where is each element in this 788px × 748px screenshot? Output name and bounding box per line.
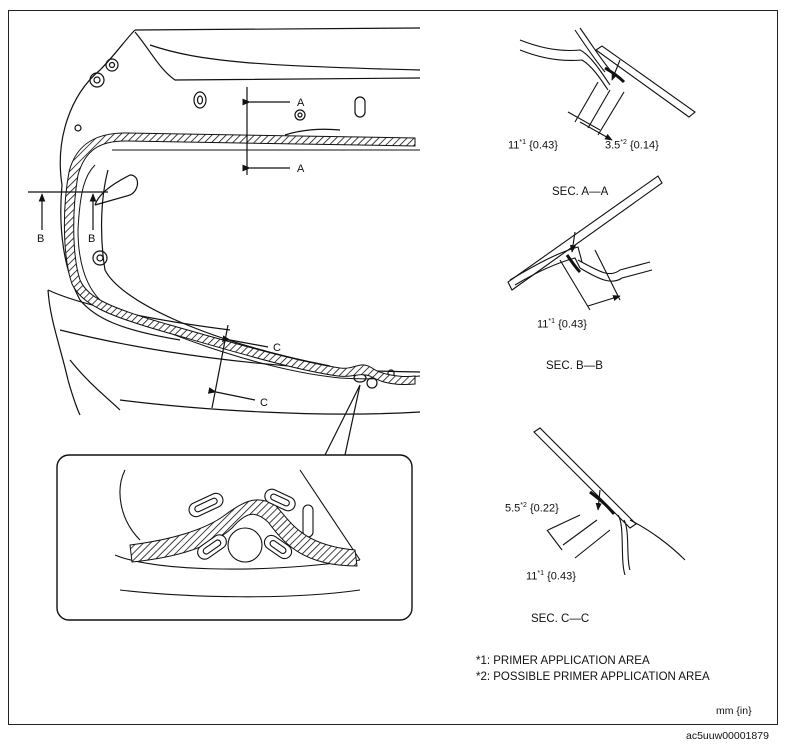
section-cut-lines: [28, 87, 361, 456]
sec-c-dim1: 5.5*2 {0.22}: [505, 502, 559, 515]
note-primer-area: *1: PRIMER APPLICATION AREA: [476, 655, 650, 667]
sec-c-dim2: 11*1 {0.43}: [526, 570, 576, 583]
sec-b-dim1: 11*1 {0.43}: [537, 318, 587, 331]
detail-adhesive-bead: [129, 499, 358, 567]
sec-a-title: SEC. A—A: [552, 186, 609, 198]
liftgate-main-view: [47, 27, 421, 416]
section-a-a-drawing: [519, 27, 696, 141]
sec-a-dim1: 11*1 {0.43}: [508, 139, 558, 152]
cut-label-a-bottom: A: [297, 163, 305, 175]
cut-label-a-top: A: [297, 97, 305, 109]
cut-label-b-left: B: [37, 233, 45, 245]
cut-label-c-top: C: [273, 342, 281, 354]
note-possible-primer-area: *2: POSSIBLE PRIMER APPLICATION AREA: [476, 671, 710, 683]
cut-label-b-right: B: [88, 233, 96, 245]
detail-inset: [56, 454, 413, 621]
section-c-c-drawing: [533, 427, 686, 576]
unit-label: mm {in}: [716, 705, 752, 717]
figure-code: ac5uuw00001879: [686, 730, 769, 742]
diagram-frame: [8, 10, 778, 725]
cut-label-c-bottom: C: [260, 397, 268, 409]
adhesive-bead: [63, 132, 416, 385]
sec-c-title: SEC. C—C: [531, 613, 590, 625]
sec-a-dim2: 3.5*2 {0.14}: [605, 139, 659, 152]
section-b-b-drawing: [507, 175, 663, 311]
sec-b-title: SEC. B—B: [546, 360, 603, 372]
